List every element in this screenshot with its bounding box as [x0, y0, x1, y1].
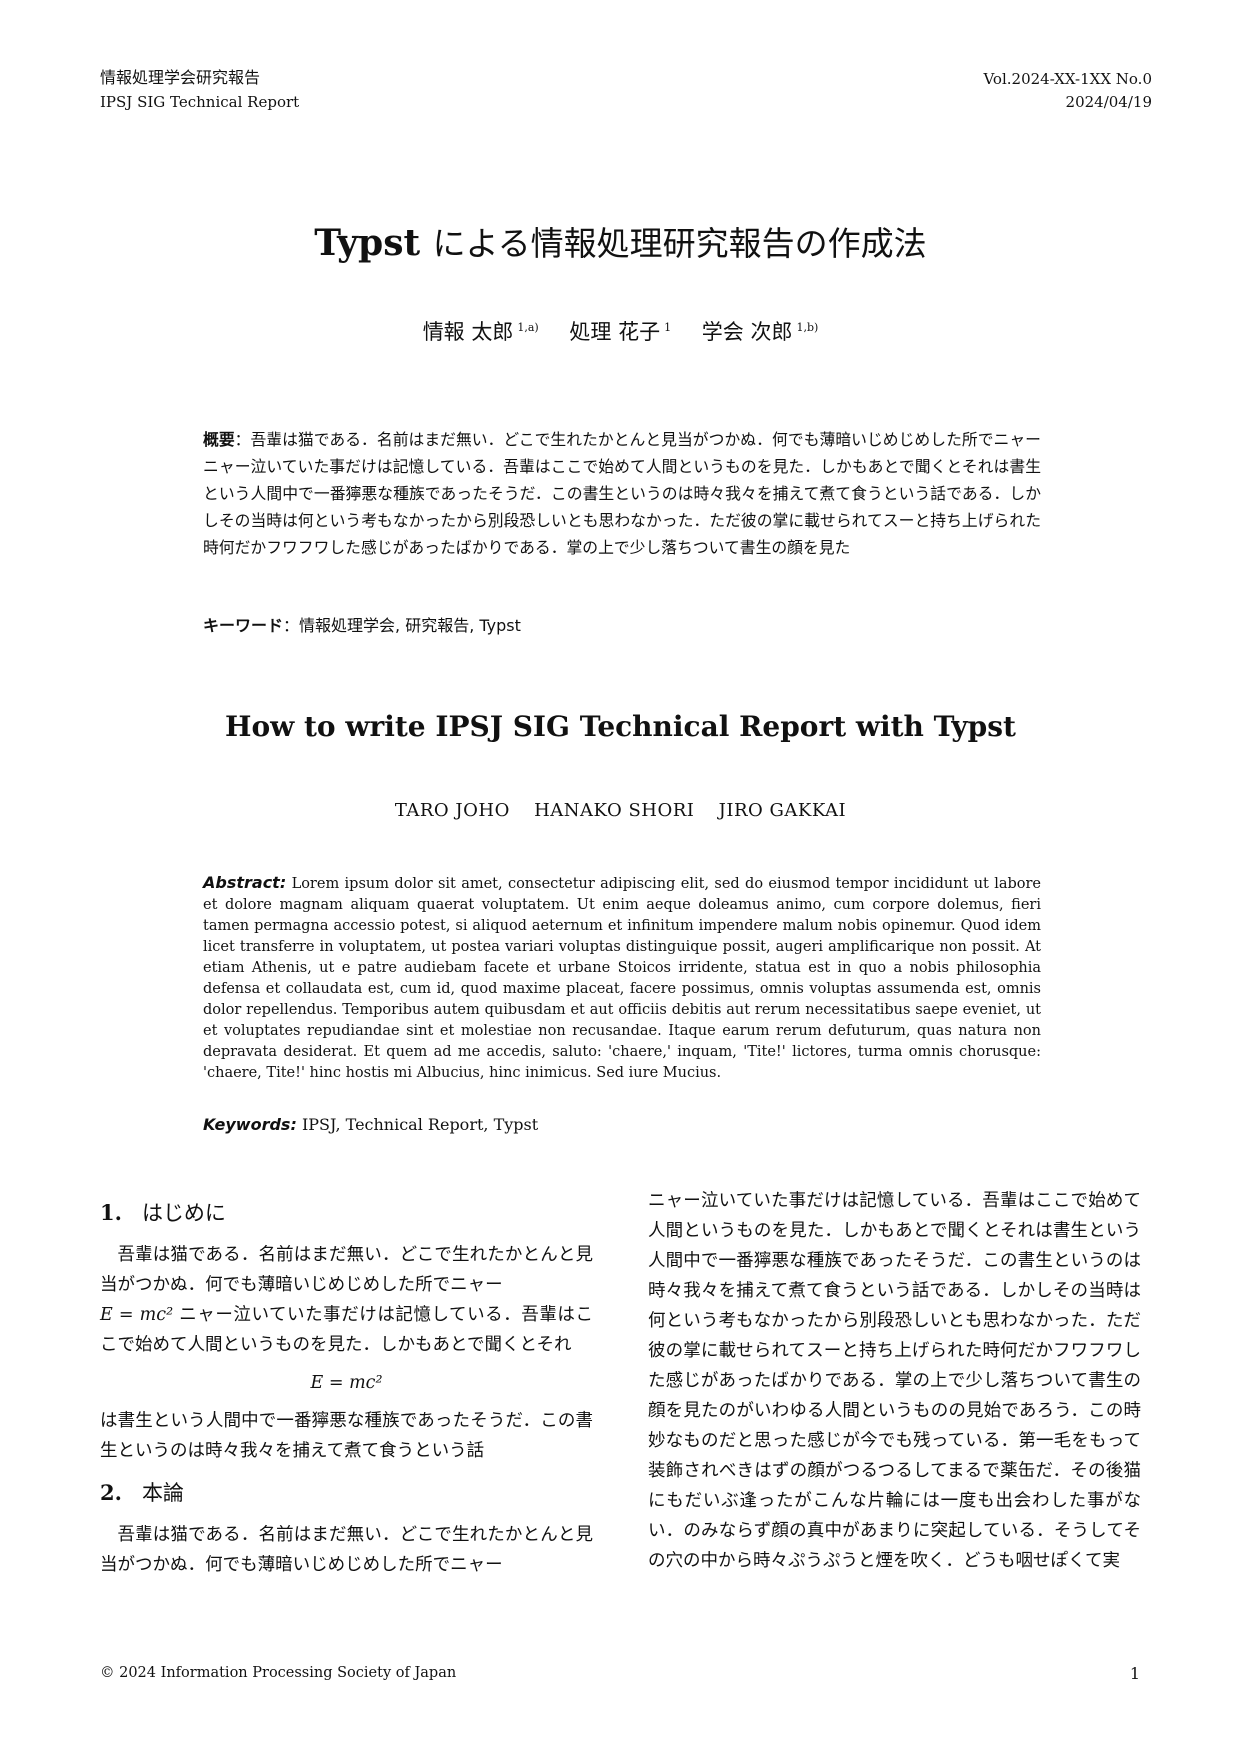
- copyright-notice: © 2024 Information Processing Society of…: [100, 1665, 457, 1681]
- journal-name-jp: 情報処理学会研究報告: [100, 68, 261, 87]
- keywords-jp-label: キーワード: [203, 616, 284, 635]
- keywords-jp: キーワード：情報処理学会, 研究報告, Typst: [203, 616, 521, 635]
- body-paragraph: ニャー泣いていた事だけは記憶している．吾輩はここで始めて人間というものを見た．し…: [648, 1191, 1141, 1571]
- paper-title: Typst による情報処理研究報告の作成法: [0, 218, 1241, 269]
- keywords-en: Keywords: IPSJ, Technical Report, Typst: [203, 1115, 538, 1134]
- abstract-en: Abstract: Lorem ipsum dolor sit amet, co…: [203, 872, 1041, 1084]
- affiliation-mark: 1,b): [796, 321, 819, 334]
- section-heading: 1. はじめに: [100, 1196, 593, 1230]
- publication-date: 2024/04/19: [1065, 93, 1152, 111]
- title-jp: による情報処理研究報告の作成法: [432, 224, 927, 263]
- display-equation: E = mc²: [310, 1373, 383, 1393]
- keywords-jp-text: 情報処理学会, 研究報告, Typst: [299, 616, 521, 635]
- running-header-right: Vol.2024-XX-1XX No.0 2024/04/19: [983, 68, 1152, 114]
- author-en: HANAKO SHORI: [534, 800, 695, 821]
- affiliation-mark: 1: [664, 321, 672, 334]
- body-paragraph: 吾輩は猫である．名前はまだ無い．どこで生れたかとんと見当がつかぬ．何でも薄暗いじ…: [100, 1525, 593, 1575]
- affiliation-mark: 1,a): [517, 321, 539, 334]
- section-number: 2.: [100, 1480, 122, 1505]
- section-title: 本論: [141, 1481, 184, 1505]
- body-column-right: ニャー泣いていた事だけは記憶している．吾輩はここで始めて人間というものを見た．し…: [648, 1186, 1141, 1576]
- keywords-en-label: Keywords:: [203, 1115, 297, 1134]
- body-paragraph: は書生という人間中で一番獰悪な種族であったそうだ．この書生というのは時々我々を捕…: [100, 1411, 593, 1461]
- abstract-jp-label: 概要: [203, 430, 235, 449]
- journal-name-en: IPSJ SIG Technical Report: [100, 93, 300, 111]
- abstract-en-label: Abstract:: [203, 873, 287, 892]
- author-en: JIRO GAKKAI: [718, 800, 847, 821]
- section-title: はじめに: [141, 1201, 226, 1225]
- paper-title-en: How to write IPSJ SIG Technical Report w…: [225, 710, 1016, 743]
- keywords-en-text: IPSJ, Technical Report, Typst: [301, 1115, 539, 1134]
- abstract-jp-text: 吾輩は猫である．名前はまだ無い．どこで生れたかとんと見当がつかぬ．何でも薄暗いじ…: [203, 430, 1041, 557]
- body-column-left: 1. はじめに 吾輩は猫である．名前はまだ無い．どこで生れたかとんと見当がつかぬ．…: [100, 1196, 593, 1580]
- title-latin: Typst: [314, 222, 421, 264]
- running-header-left: 情報処理学会研究報告 IPSJ SIG Technical Report: [100, 66, 299, 114]
- author-list-en: TARO JOHO HANAKO SHORI JIRO GAKKAI: [0, 800, 1241, 821]
- volume-number: Vol.2024-XX-1XX No.0: [983, 70, 1152, 88]
- page-number: 1: [1129, 1664, 1140, 1683]
- section-heading: 2. 本論: [100, 1476, 593, 1510]
- author-en: TARO JOHO: [394, 800, 510, 821]
- abstract-jp: 概要：吾輩は猫である．名前はまだ無い．どこで生れたかとんと見当がつかぬ．何でも薄…: [203, 430, 1041, 557]
- section-number: 1.: [100, 1200, 122, 1225]
- abstract-en-text: Lorem ipsum dolor sit amet, consectetur …: [203, 876, 1042, 1081]
- body-paragraph: 吾輩は猫である．名前はまだ無い．どこで生れたかとんと見当がつかぬ．何でも薄暗いじ…: [100, 1245, 593, 1355]
- inline-equation: E = mc²: [100, 1305, 174, 1325]
